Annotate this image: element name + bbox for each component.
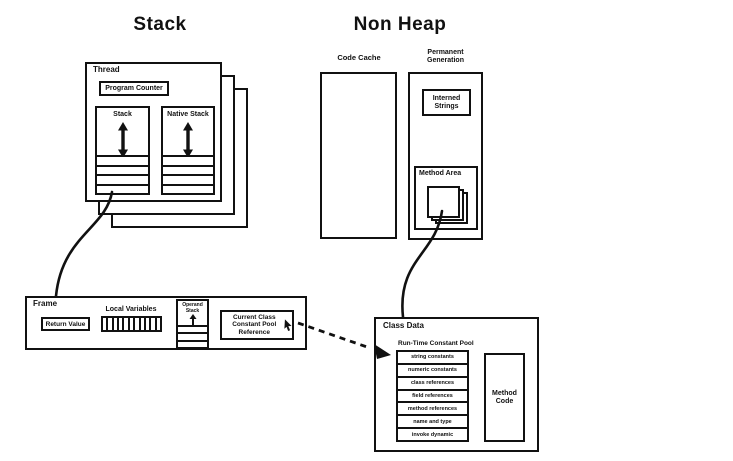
frame-box: Frame Return Value Local Variables Opera… bbox=[25, 296, 307, 350]
non-heap-title: Non Heap bbox=[353, 14, 447, 35]
program-counter-box: Program Counter bbox=[99, 81, 169, 96]
thread-stack-label: Stack bbox=[113, 111, 132, 118]
runtime-constant-pool-box: string constants numeric constants class… bbox=[396, 350, 469, 442]
pointer-icon bbox=[283, 318, 292, 331]
interned-strings-box: Interned Strings bbox=[422, 89, 471, 116]
local-variables-cells bbox=[101, 316, 162, 332]
constant-pool-reference-label: Current Class Constant Pool Reference bbox=[232, 314, 277, 336]
native-stack-box: Native Stack bbox=[161, 106, 215, 195]
return-value-label: Return Value bbox=[45, 320, 86, 328]
method-area-box: Method Area bbox=[414, 166, 478, 230]
native-stack-rows bbox=[161, 155, 215, 195]
return-value-box: Return Value bbox=[41, 317, 90, 331]
constant-pool-reference-arrow bbox=[297, 321, 371, 350]
pool-row: class references bbox=[398, 378, 467, 391]
thread-stack-box: Stack bbox=[95, 106, 150, 195]
class-object-front bbox=[427, 186, 460, 218]
frame-label: Frame bbox=[33, 299, 58, 308]
class-data-label: Class Data bbox=[383, 321, 424, 330]
pool-row: numeric constants bbox=[398, 365, 467, 378]
interned-strings-label: Interned Strings bbox=[432, 94, 461, 110]
up-down-arrow-icon bbox=[117, 122, 128, 158]
thread-label: Thread bbox=[93, 65, 120, 74]
pool-row: string constants bbox=[398, 352, 467, 365]
runtime-constant-pool-label: Run-Time Constant Pool bbox=[398, 340, 474, 347]
thread-box: Thread Program Counter Stack Native Stac… bbox=[85, 62, 222, 202]
method-code-label: Method Code bbox=[492, 389, 517, 405]
stack-frames-rows bbox=[95, 155, 150, 195]
method-code-box: Method Code bbox=[484, 353, 525, 442]
pool-row: name and type bbox=[398, 416, 467, 430]
pool-row: method references bbox=[398, 403, 467, 417]
operand-stack-label: Operand Stack bbox=[182, 302, 203, 314]
operand-stack-box: Operand Stack bbox=[176, 299, 209, 349]
native-stack-label: Native Stack bbox=[167, 111, 209, 118]
class-data-box: Class Data Run-Time Constant Pool string… bbox=[374, 317, 539, 452]
code-cache-box bbox=[320, 72, 397, 239]
permanent-generation-label: Permanent Generation bbox=[427, 49, 464, 64]
stack-title: Stack bbox=[133, 14, 187, 35]
permanent-generation-box: Interned Strings Method Area bbox=[408, 72, 483, 240]
operand-stack-rows bbox=[176, 325, 209, 349]
up-down-arrow-icon bbox=[183, 122, 193, 158]
code-cache-label: Code Cache bbox=[337, 53, 381, 62]
local-variables-label: Local Variables bbox=[105, 306, 157, 313]
pool-row: field references bbox=[398, 391, 467, 404]
pool-row: invoke dynamic bbox=[411, 431, 454, 438]
program-counter-label: Program Counter bbox=[105, 85, 163, 92]
method-area-label: Method Area bbox=[419, 170, 462, 177]
constant-pool-reference-box: Current Class Constant Pool Reference bbox=[220, 310, 294, 340]
